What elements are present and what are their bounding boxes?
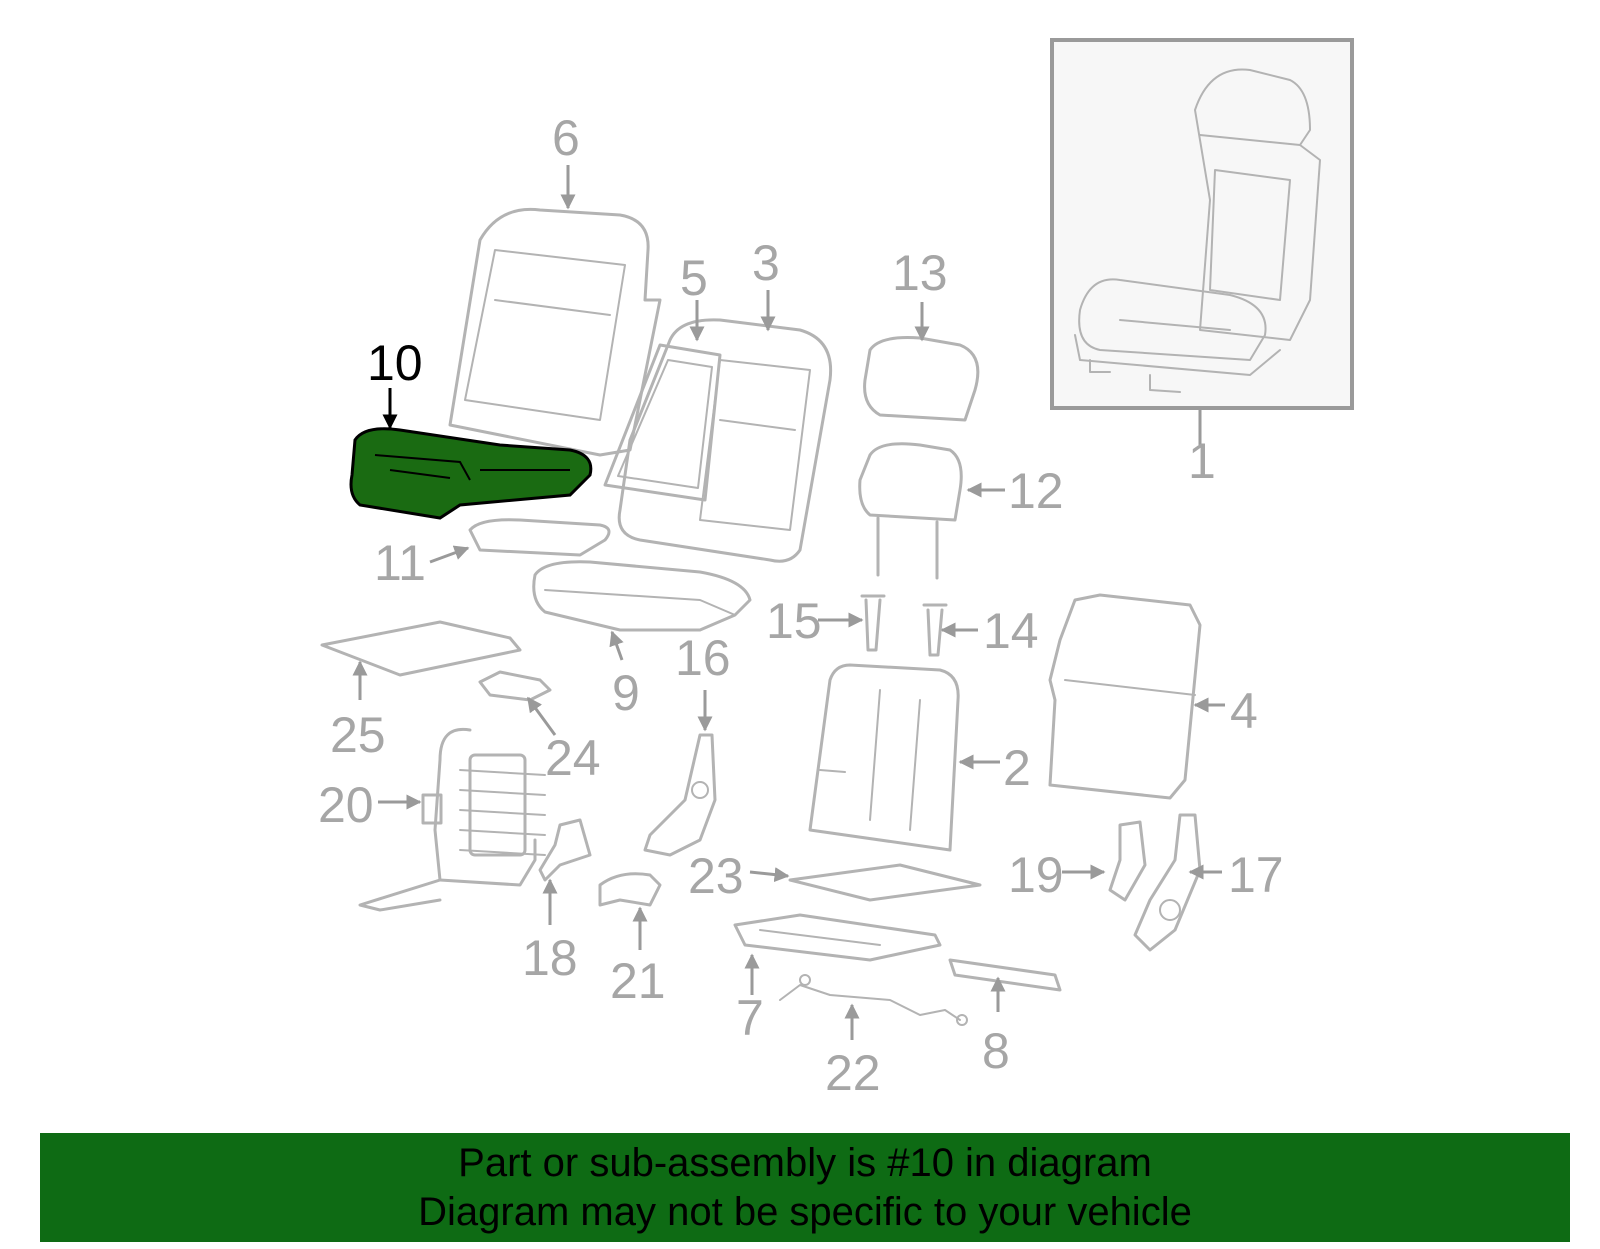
callout-labels: 1 2 3 4 5 6 7 8 9 10 11 12 13 14 15 16 1… [318, 110, 1284, 1101]
part-5-back-panel [603, 343, 722, 502]
callout-17: 17 [1228, 847, 1284, 903]
part-15-headrest-guide [860, 594, 886, 652]
part-2-seat-back-frame [808, 663, 960, 852]
part-13-headrest-cover [863, 336, 980, 422]
callout-16: 16 [675, 630, 731, 686]
callout-6: 6 [552, 110, 580, 166]
callout-13: 13 [892, 245, 948, 301]
callout-7: 7 [736, 990, 764, 1046]
callout-11: 11 [374, 535, 426, 591]
part-3-seat-back-pad [617, 318, 833, 563]
callout-19: 19 [1008, 847, 1064, 903]
caption-banner: Part or sub-assembly is #10 in diagram D… [40, 1133, 1570, 1242]
part-22-wire-harness [779, 974, 968, 1026]
part-14-headrest-guide [922, 603, 948, 657]
caption-line-part-number: Part or sub-assembly is #10 in diagram [458, 1141, 1152, 1185]
callout-9: 9 [612, 665, 640, 721]
callout-21: 21 [610, 953, 666, 1009]
part-23-mat [788, 863, 982, 902]
part-7-seat-tray [733, 913, 942, 962]
part-24-small-bracket [478, 670, 552, 702]
callout-2: 2 [1003, 740, 1031, 796]
callout-18: 18 [522, 930, 578, 986]
part-19-latch [1108, 820, 1147, 902]
part-4-back-board [1048, 593, 1202, 800]
callout-5: 5 [680, 250, 708, 306]
callout-20: 20 [318, 777, 374, 833]
callout-3: 3 [752, 235, 780, 291]
part-11-cushion-insert [468, 518, 611, 557]
part-10-seat-cushion-cover-highlighted [349, 427, 593, 520]
part-18-side-bracket [538, 818, 592, 882]
callout-24: 24 [545, 730, 601, 786]
callout-22: 22 [825, 1045, 881, 1101]
part-25-seat-pan-panel [320, 620, 522, 677]
leader-lines [352, 165, 1225, 1040]
callout-14: 14 [983, 603, 1039, 659]
part-16-recliner-bracket [643, 733, 717, 857]
part-17-recliner-plate [1133, 813, 1202, 952]
callout-15: 15 [766, 593, 822, 649]
callout-25: 25 [330, 707, 386, 763]
callout-1: 1 [1188, 433, 1216, 489]
part-6-seat-back-cover [448, 207, 662, 457]
callout-8: 8 [982, 1023, 1010, 1079]
part-8-rail [948, 958, 1062, 992]
part-12-headrest [858, 442, 963, 580]
callout-23: 23 [688, 848, 744, 904]
callout-10: 10 [367, 335, 423, 391]
inset-seat-assembly [1050, 38, 1354, 445]
callout-12: 12 [1008, 463, 1064, 519]
callout-4: 4 [1230, 683, 1258, 739]
part-9-seat-cushion-pad [532, 560, 752, 632]
caption-line-disclaimer: Diagram may not be specific to your vehi… [418, 1190, 1192, 1234]
part-21-pivot-cover [598, 872, 662, 907]
part-20-lumbar-support [358, 727, 546, 912]
